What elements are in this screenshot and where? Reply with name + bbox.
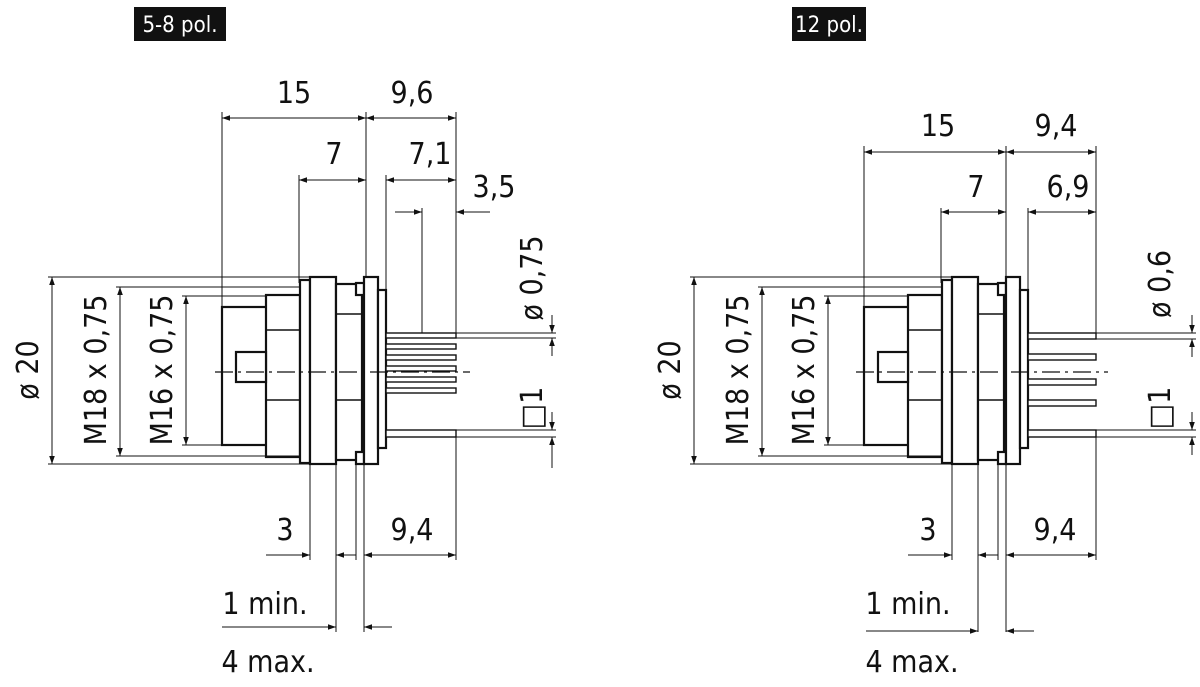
dim-min-1: 1 min.: [222, 587, 307, 622]
dim-thread-m16: M16 x 0,75: [145, 295, 180, 446]
extension-lines: [48, 112, 556, 632]
dimension-labels: 15 9,6 7 7,1 3,5 ø 0,75 □1 ø 20 M18 x 0,…: [11, 76, 550, 680]
pole-count-label: 5-8 pol.: [142, 13, 217, 38]
dim-diameter-20: ø 20: [11, 340, 46, 399]
pole-count-label: 12 pol.: [795, 13, 863, 38]
connector-body: [856, 275, 1108, 466]
connector-body: [215, 275, 470, 466]
dim-thread-m16: M16 x 0,75: [787, 295, 822, 446]
dim-diameter-20: ø 20: [653, 340, 688, 399]
dim-pin-diameter: ø 0,75: [515, 235, 550, 320]
dim-length-9-4-bottom: 9,4: [1034, 513, 1077, 548]
dim-length-3: 3: [276, 513, 293, 548]
dim-length-3: 3: [919, 513, 936, 548]
dimension-lines: [49, 115, 555, 630]
pole-count-tag: 5-8 pol.: [134, 7, 226, 41]
dim-length-9-4: 9,4: [391, 513, 434, 548]
dim-thread-m18: M18 x 0,75: [79, 295, 114, 446]
dim-max-4: 4 max.: [865, 645, 958, 680]
dimension-lines: [691, 149, 1195, 634]
dim-thread-m18: M18 x 0,75: [721, 295, 756, 446]
dim-pin-square: □1: [515, 387, 550, 430]
dim-max-4: 4 max.: [221, 645, 314, 680]
dim-length-15: 15: [921, 109, 955, 144]
extension-lines: [690, 146, 1196, 632]
dim-min-1: 1 min.: [865, 587, 950, 622]
dim-pin-square: □1: [1143, 387, 1178, 430]
dim-length-7-1: 7,1: [409, 137, 452, 172]
dim-length-7: 7: [967, 170, 984, 205]
dim-length-9-4: 9,4: [1035, 109, 1078, 144]
dimension-labels: 15 9,4 7 6,9 ø 0,6 □1 ø 20 M18 x 0,75 M1…: [653, 109, 1178, 680]
dim-length-3-5: 3,5: [473, 170, 516, 205]
dim-length-9-6: 9,6: [391, 76, 434, 111]
view-5-8-pol: 5-8 pol.: [11, 7, 556, 680]
view-12-pol: 12 pol.: [653, 7, 1196, 680]
dim-pin-diameter: ø 0,6: [1143, 250, 1178, 318]
dim-length-15: 15: [277, 76, 311, 111]
dim-length-7: 7: [325, 137, 342, 172]
pole-count-tag: 12 pol.: [792, 7, 866, 41]
dim-length-6-9: 6,9: [1047, 170, 1090, 205]
